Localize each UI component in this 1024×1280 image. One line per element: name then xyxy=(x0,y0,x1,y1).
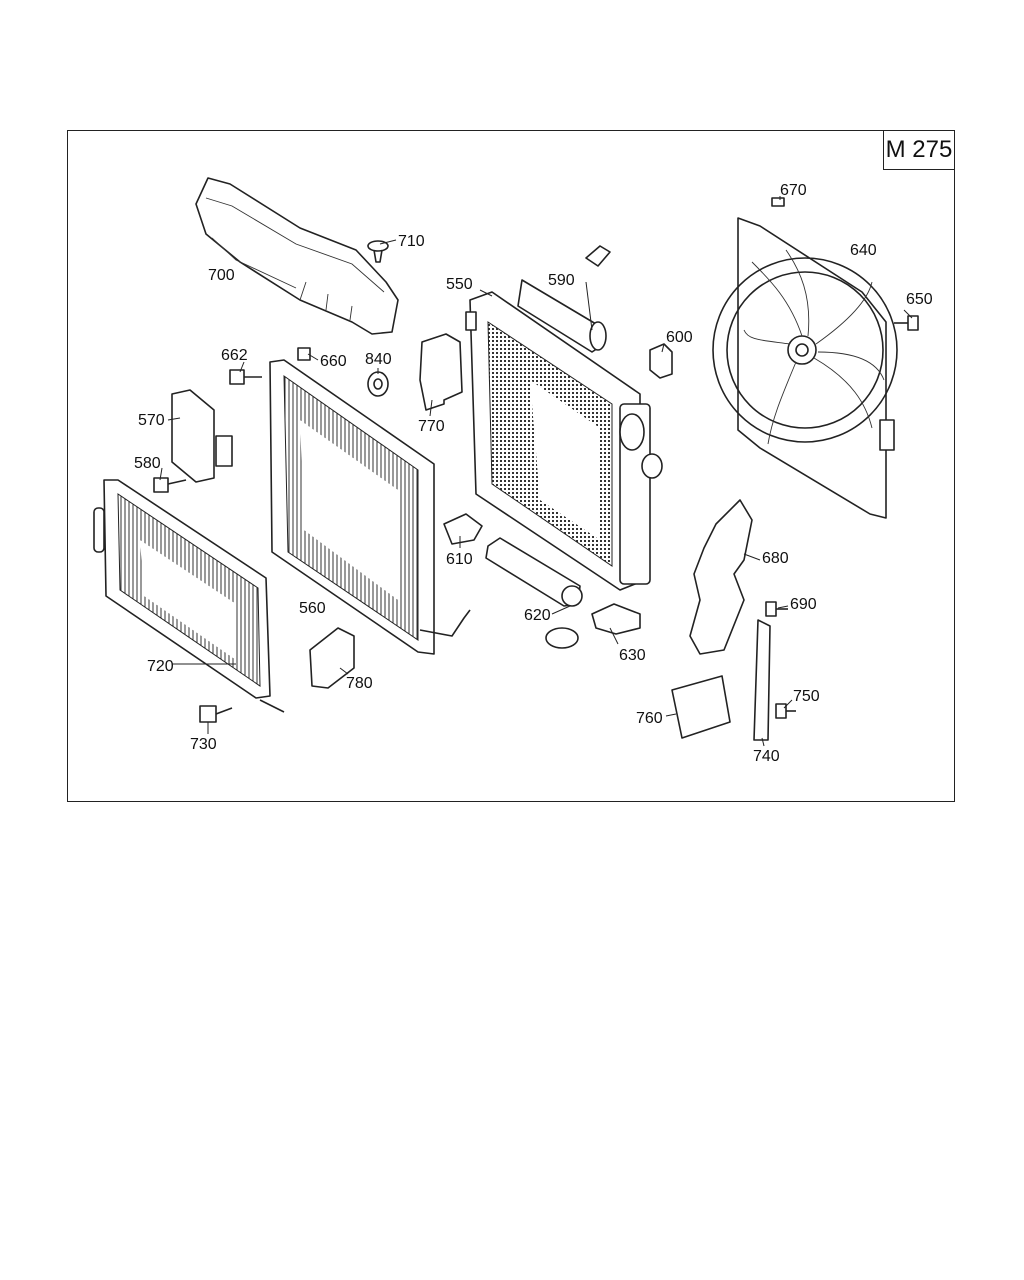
part-730-bolt xyxy=(199,705,233,723)
part-620-hose xyxy=(485,537,583,649)
part-750-clip xyxy=(775,703,796,719)
label-570: 570 xyxy=(138,412,165,429)
part-710-clip xyxy=(367,240,389,263)
label-600: 600 xyxy=(666,329,693,346)
label-640: 640 xyxy=(850,242,877,259)
label-710: 710 xyxy=(398,233,425,250)
part-700-air-duct xyxy=(195,177,399,335)
label-550: 550 xyxy=(446,276,473,293)
part-670-clip xyxy=(771,197,785,207)
part-740-strip xyxy=(753,619,771,741)
label-630: 630 xyxy=(619,647,646,664)
label-700: 700 xyxy=(208,267,235,284)
label-730: 730 xyxy=(190,736,217,753)
part-662-bolt xyxy=(229,369,262,385)
label-750: 750 xyxy=(793,688,820,705)
part-780-bracket xyxy=(309,627,355,689)
leader-lines xyxy=(159,196,913,747)
part-760-plate xyxy=(671,675,731,739)
label-740: 740 xyxy=(753,748,780,765)
label-580: 580 xyxy=(134,455,161,472)
part-580-bolt xyxy=(153,477,187,493)
label-670: 670 xyxy=(780,182,807,199)
part-770-bracket xyxy=(419,333,463,411)
label-590: 590 xyxy=(548,272,575,289)
label-560: 560 xyxy=(299,600,326,617)
part-600-clip xyxy=(649,343,673,379)
part-650-bolt xyxy=(894,315,919,331)
label-770: 770 xyxy=(418,418,445,435)
label-610: 610 xyxy=(446,551,473,568)
part-720-ac-condenser xyxy=(93,479,285,713)
part-560-condenser-frame xyxy=(269,359,471,655)
label-780: 780 xyxy=(346,675,373,692)
diagram-frame xyxy=(67,130,955,802)
part-660-nut xyxy=(297,347,311,361)
part-labels: 700 710 550 590 670 640 650 662 660 840 … xyxy=(134,182,933,765)
label-690: 690 xyxy=(790,596,817,613)
label-660: 660 xyxy=(320,353,347,370)
label-620: 620 xyxy=(524,607,551,624)
part-590-hose xyxy=(517,245,611,353)
label-840: 840 xyxy=(365,351,392,368)
part-610-cap xyxy=(443,513,483,545)
part-680-air-guide xyxy=(689,499,753,655)
part-690-clip xyxy=(765,601,788,617)
part-550-radiator xyxy=(465,291,663,591)
part-640-fan-shroud xyxy=(712,217,898,519)
part-570-module xyxy=(171,389,233,483)
label-720: 720 xyxy=(147,658,174,675)
part-840-grommet xyxy=(367,371,389,397)
label-662: 662 xyxy=(221,347,248,364)
model-code-tag: M 275 xyxy=(883,130,955,170)
label-760: 760 xyxy=(636,710,663,727)
part-630-bracket xyxy=(591,603,641,635)
label-680: 680 xyxy=(762,550,789,567)
label-650: 650 xyxy=(906,291,933,308)
